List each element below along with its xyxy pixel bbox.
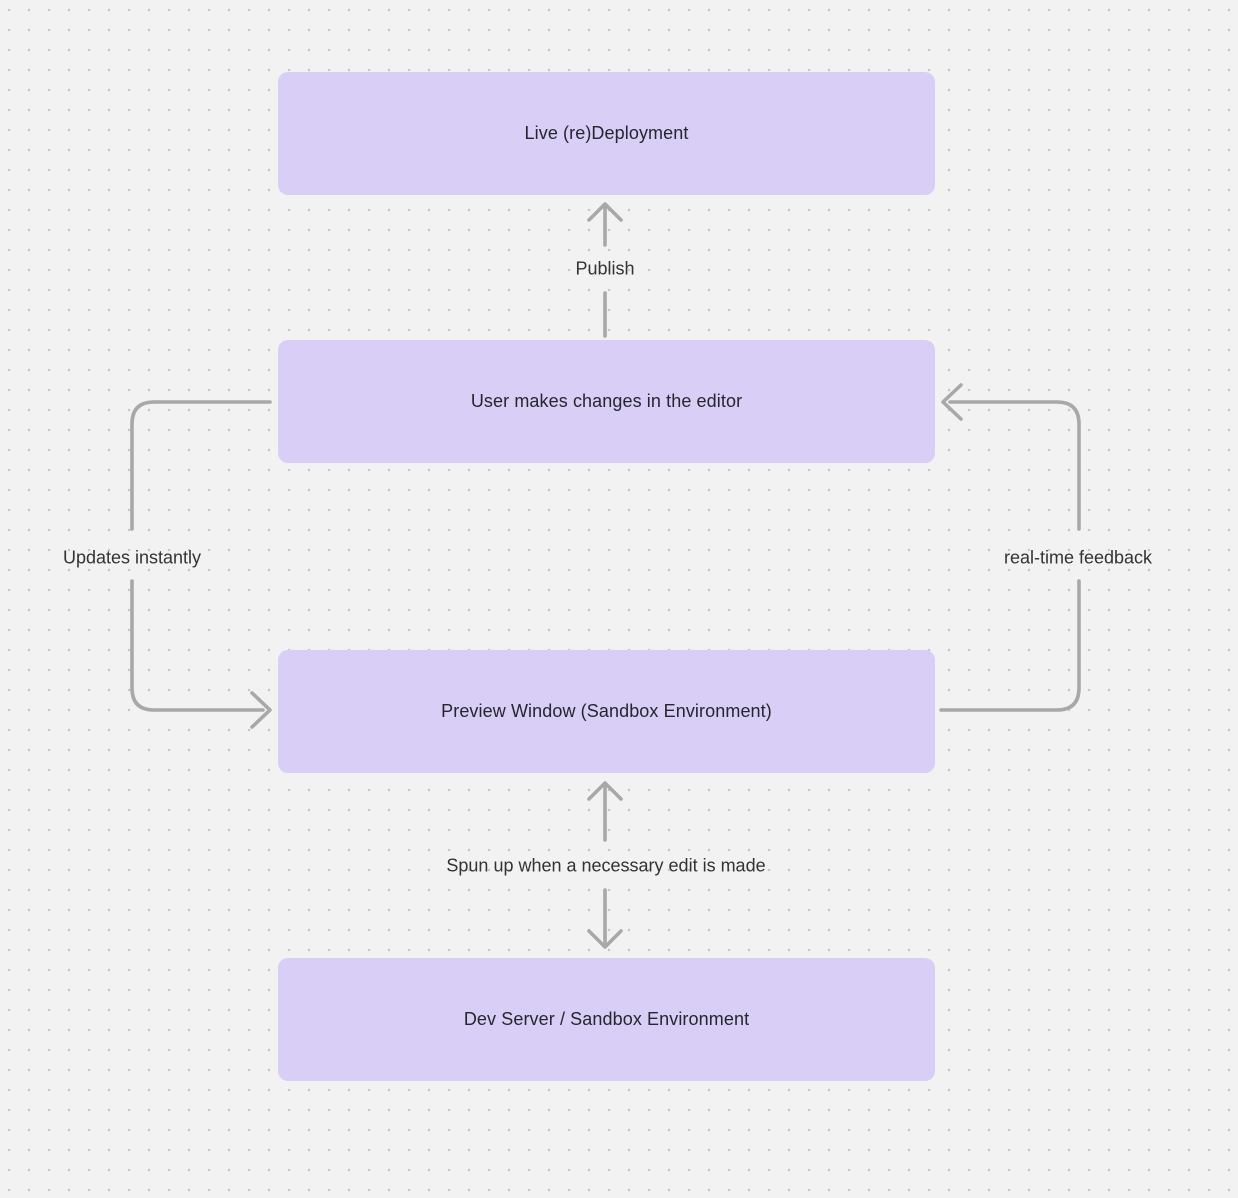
node-user-editor: User makes changes in the editor xyxy=(278,340,935,463)
edge-label-updates-instantly: Updates instantly xyxy=(62,547,202,568)
spun-down-arrow-head-icon xyxy=(587,929,623,949)
updates-connector-lower xyxy=(130,579,265,712)
node-user-editor-label: User makes changes in the editor xyxy=(470,391,743,411)
feedback-connector-lower xyxy=(939,579,1081,712)
node-preview-window: Preview Window (Sandbox Environment) xyxy=(278,650,935,773)
node-live-deployment: Live (re)Deployment xyxy=(278,72,935,195)
node-preview-window-label: Preview Window (Sandbox Environment) xyxy=(441,701,772,721)
feedback-connector-upper xyxy=(948,400,1081,531)
node-dev-server-label: Dev Server / Sandbox Environment xyxy=(463,1009,750,1029)
node-dev-server: Dev Server / Sandbox Environment xyxy=(278,958,935,1081)
updates-connector-upper xyxy=(130,400,272,531)
publish-arrow-head-icon xyxy=(587,202,623,222)
node-live-deployment-label: Live (re)Deployment xyxy=(524,123,689,143)
spun-up-arrow-head-icon xyxy=(587,781,623,801)
edge-label-spun-up: Spun up when a necessary edit is made xyxy=(446,855,766,876)
feedback-arrow-head-icon xyxy=(941,383,963,421)
updates-arrow-head-icon xyxy=(250,691,272,729)
edge-label-real-time-feedback: real-time feedback xyxy=(1003,547,1153,568)
edge-label-publish: Publish xyxy=(575,258,635,279)
